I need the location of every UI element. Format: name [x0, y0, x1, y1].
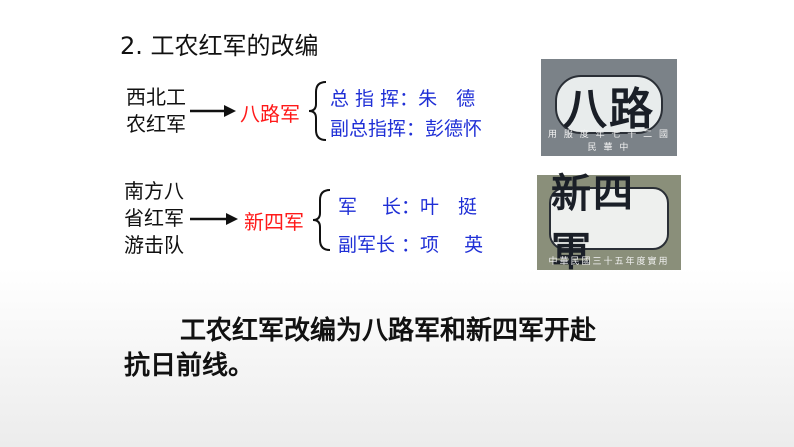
- role-commander: 军 长：叶 挺: [338, 196, 478, 218]
- role-commander: 总 指 挥：朱 德: [330, 88, 476, 110]
- source-label-south: 南方八 省红军 游击队: [124, 178, 184, 259]
- eighth-route-armband-image: 八路 用 服 度 年 七 十 二 國 民 華 中: [541, 59, 677, 156]
- source-line: 西北工: [126, 85, 186, 109]
- armband-text: 八路: [555, 75, 663, 135]
- curly-brace-icon: [312, 189, 331, 251]
- armband-footer: 中華民國三十五年度實用: [548, 257, 670, 267]
- arrow-right-icon: [190, 105, 236, 117]
- section-title: 2. 工农红军的改编: [120, 32, 319, 60]
- role-deputy-commander: 副总指挥：彭德怀: [330, 118, 483, 140]
- armband-text: 新四軍: [549, 170, 669, 275]
- armband-footer: 用 服 度 年 七 十 二 國 民 華 中: [547, 130, 671, 153]
- army-name-eighth-route: 八路军: [240, 102, 300, 126]
- source-line: 游击队: [124, 233, 184, 257]
- source-label-northwest: 西北工 农红军: [126, 84, 186, 138]
- conclusion-line-2: 抗日前线。: [124, 351, 255, 381]
- source-line: 南方八: [124, 179, 184, 203]
- curly-brace-icon: [308, 81, 327, 141]
- source-line: 农红军: [126, 112, 186, 136]
- arrow-right-icon: [190, 213, 238, 225]
- army-name-new-fourth: 新四军: [244, 210, 304, 234]
- new-fourth-armband-image: 新四軍 中華民國三十五年度實用: [537, 170, 681, 275]
- conclusion-line-1: 工农红军改编为八路军和新四军开赴: [180, 316, 597, 346]
- source-line: 省红军: [124, 206, 184, 230]
- role-deputy-commander: 副军长 ：项 英: [338, 234, 484, 256]
